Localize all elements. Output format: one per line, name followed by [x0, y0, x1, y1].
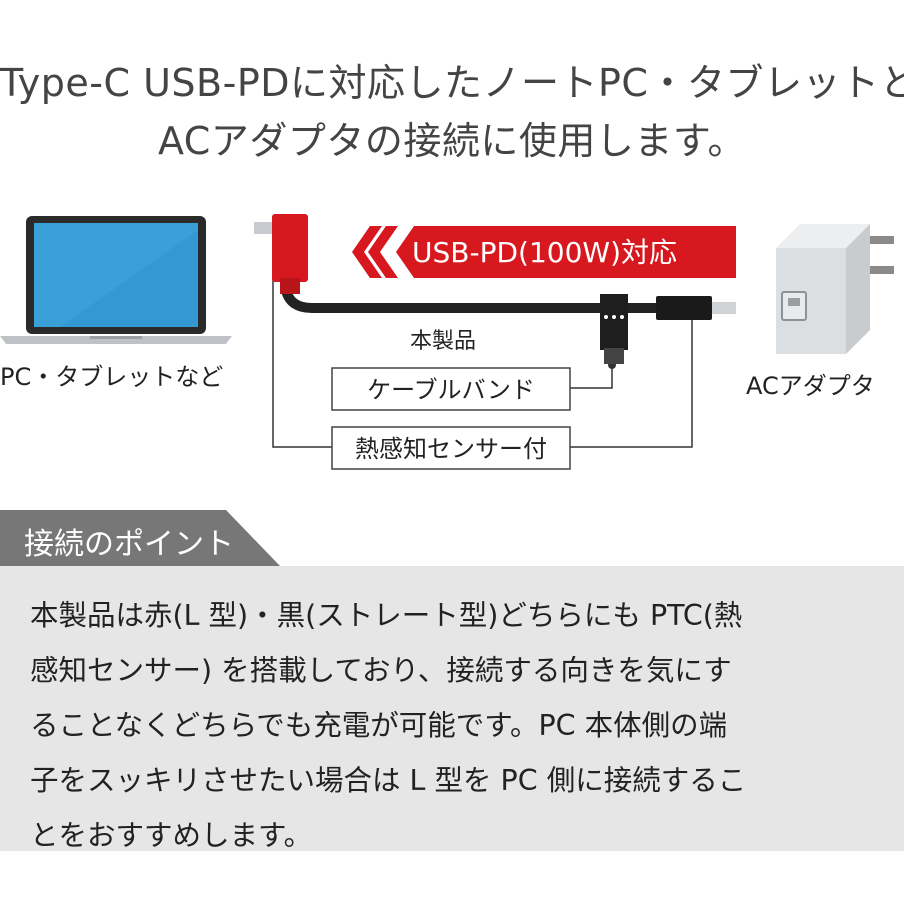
point-heading: 接続のポイント [24, 527, 234, 562]
sensor-label-box [331, 426, 571, 470]
page-title-line-1: Type-C USB-PDに対応したノートPC・タブレットと [0, 61, 904, 105]
l-type-connector-icon [254, 214, 308, 294]
usb-pd-banner-text: USB-PD(100W)対応 [412, 236, 677, 269]
point-line-3: ることなくどちらでも充電が可能です。PC 本体側の端 [30, 709, 728, 742]
point-line-1: 本製品は赤(L 型)・黒(ストレート型)どちらにも PTC(熱 [30, 599, 743, 632]
point-line-2: 感知センサー) を搭載しており、接続する向きを気にす [30, 654, 732, 687]
point-line-4: 子をスッキリさせたい場合は L 型を PC 側に接続するこ [30, 764, 747, 797]
product-label: 本製品 [410, 329, 476, 354]
usb-pd-banner: USB-PD(100W)対応 [352, 226, 736, 278]
point-body: 本製品は赤(L 型)・黒(ストレート型)どちらにも PTC(熱 感知センサー) … [30, 588, 880, 863]
point-panel [0, 566, 904, 851]
cable-band-icon [600, 294, 628, 350]
connection-diagram: PC・タブレットなど USB-PD(100W)対応 本製品 ケーブルバンド 熱感… [0, 214, 894, 470]
leader-lines [272, 280, 693, 448]
cable [281, 288, 736, 364]
ac-adapter-icon [776, 224, 894, 354]
pc-label: PC・タブレットなど [0, 363, 223, 391]
page-title-line-2: ACアダプタの接続に使用します。 [157, 119, 747, 163]
point-heading-tab [0, 510, 280, 566]
point-line-5: とをおすすめします。 [30, 819, 313, 852]
sensor-label: 熱感知センサー付 [355, 435, 547, 463]
cable-band-label: ケーブルバンド [367, 376, 535, 404]
laptop-icon [0, 216, 232, 344]
cable-band-label-box [331, 367, 571, 411]
ac-adapter-label: ACアダプタ [746, 372, 875, 400]
